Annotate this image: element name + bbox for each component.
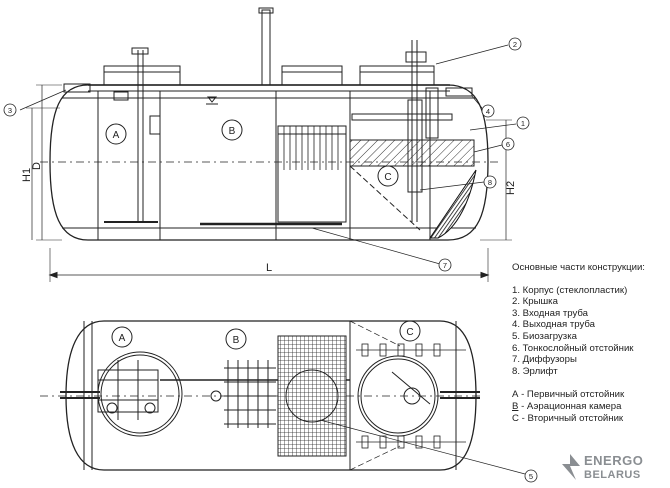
callout-5: 5 — [529, 472, 533, 481]
callout-1: 1 — [521, 119, 525, 128]
legend-part: 2. Крышка — [512, 296, 558, 308]
energo-belarus-logo: ENERGO BELARUS — [558, 452, 668, 486]
legend-part: 7. Диффузоры — [512, 354, 577, 366]
legend-part: 4. Выходная труба — [512, 319, 596, 331]
callout-6: 6 — [506, 140, 510, 149]
side-zone-c: С — [384, 172, 391, 183]
legend-title: Основные части конструкции: — [512, 262, 645, 273]
callout-7: 7 — [443, 261, 447, 270]
legend-part: 3. Входная труба — [512, 307, 589, 319]
dim-l: L — [266, 262, 272, 274]
dim-d: D — [31, 162, 43, 170]
plan-zone-c: С — [406, 327, 413, 338]
plan-zone-a: А — [119, 333, 126, 344]
legend-zone: А - Первичный отстойник — [512, 389, 625, 401]
legend-part: 6. Тонкослойный отстойник — [512, 342, 634, 354]
logo-line1: ENERGO — [584, 453, 644, 468]
logo-mark-icon — [562, 454, 580, 480]
side-zone-a: А — [113, 130, 120, 141]
dim-h2: H2 — [505, 181, 517, 195]
legend-part: 8. Эрлифт — [512, 365, 558, 377]
side-view — [19, 7, 517, 282]
callout-2: 2 — [513, 40, 517, 49]
plan-view — [40, 320, 526, 475]
callout-8: 8 — [488, 178, 492, 187]
callouts — [3, 37, 538, 483]
logo-line2: BELARUS — [584, 469, 641, 481]
plan-zone-b: В — [233, 335, 240, 346]
parts-legend: Основные части конструкции: 1. Корпус (с… — [512, 262, 668, 424]
legend-zone: В - Аэрационная камера — [512, 400, 622, 412]
dim-h1: H1 — [21, 168, 33, 182]
legend-part: 5. Биозагрузка — [512, 330, 577, 342]
legend-zone: С - Вторичный отстойник — [512, 412, 624, 424]
side-zone-b: В — [229, 126, 236, 137]
callout-4: 4 — [486, 107, 490, 116]
legend-part: 1. Корпус (стеклопластик) — [512, 284, 628, 296]
callout-3: 3 — [8, 106, 12, 115]
